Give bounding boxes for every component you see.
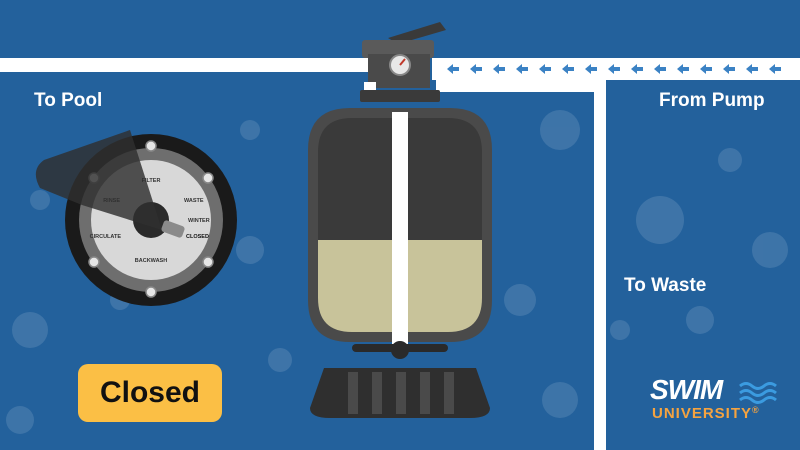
valve-port	[364, 82, 376, 92]
logo-registered-mark: ®	[752, 405, 760, 415]
dial-label-circulate: CIRCULATE	[90, 234, 122, 240]
status-badge: Closed	[78, 364, 222, 422]
waste-pipe-horizontal	[436, 80, 606, 92]
flow-arrows	[447, 64, 781, 74]
flow-arrow	[493, 64, 505, 74]
dial-label-closed: CLOSED	[186, 234, 209, 240]
flow-arrow	[631, 64, 643, 74]
dial-label-waste: WASTE	[184, 198, 204, 204]
flow-arrow	[470, 64, 482, 74]
gauge-needle	[399, 58, 406, 66]
flow-arrow	[677, 64, 689, 74]
swim-university-logo: SWIM UNIVERSITY®	[646, 374, 786, 434]
flow-arrow	[769, 64, 781, 74]
dial-handle[interactable]	[35, 130, 162, 230]
waste-pipe-vertical	[594, 80, 606, 450]
from-pump-label: From Pump	[659, 90, 765, 111]
logo-university-text: UNIVERSITY®	[652, 405, 760, 422]
valve-top	[362, 40, 434, 58]
to-pool-pipe	[0, 58, 368, 72]
flow-arrow	[723, 64, 735, 74]
laterals-hub	[391, 341, 409, 359]
logo-university-word: UNIVERSITY	[652, 405, 753, 422]
flow-arrow	[562, 64, 574, 74]
dial-label-winter: WINTER	[188, 218, 210, 224]
flow-arrow	[516, 64, 528, 74]
flow-arrow	[746, 64, 758, 74]
dial-label-filter: FILTER	[142, 178, 161, 184]
flow-arrow	[539, 64, 551, 74]
flow-arrow	[447, 64, 459, 74]
valve-handle	[388, 22, 446, 44]
valve-collar	[360, 90, 440, 102]
logo-swim-text: SWIM	[650, 374, 723, 405]
to-pool-label: To Pool	[34, 90, 103, 111]
dial-pointer	[161, 220, 185, 238]
multiport-dial: FILTER WASTE WINTER CLOSED BACKWASH CIRCULATE…	[35, 130, 237, 306]
flow-arrow	[700, 64, 712, 74]
dial-label-backwash: BACKWASH	[135, 258, 167, 264]
flow-arrow	[608, 64, 620, 74]
standpipe	[392, 112, 408, 344]
flow-arrow	[654, 64, 666, 74]
status-text: Closed	[99, 376, 201, 409]
to-waste-label: To Waste	[624, 275, 707, 296]
flow-arrow	[585, 64, 597, 74]
logo-waves-icon	[739, 382, 777, 404]
base-ribs	[348, 372, 454, 414]
